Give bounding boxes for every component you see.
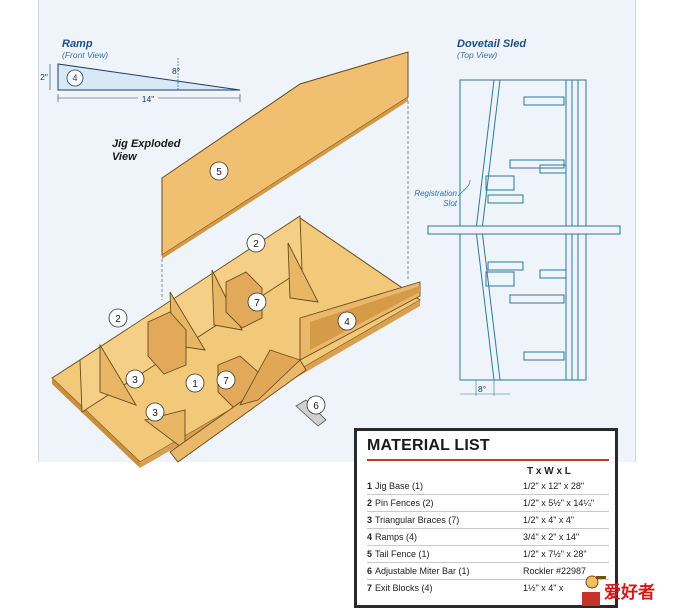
dovetail-sled-top-view: Dovetail Sled (Top View) Registration Sl… xyxy=(414,38,621,396)
material-row: 2 Pin Fences (2) 1/2" x 5½" x 14¼" xyxy=(367,495,609,512)
ramp-height-dim: 2" xyxy=(40,72,48,82)
material-row: 5 Tail Fence (1) 1/2" x 7½" x 28" xyxy=(367,546,609,563)
material-list-rule xyxy=(367,459,609,461)
material-dims: 1½" x 4" x xyxy=(523,583,564,593)
sled-subtitle: (Top View) xyxy=(457,50,497,60)
ramp-angle-dim: 8° xyxy=(172,66,180,76)
material-part: Adjustable Miter Bar (1) xyxy=(375,566,470,576)
registration-label-2: Slot xyxy=(443,199,458,208)
ramp-callout: 4 xyxy=(72,73,77,83)
material-row: 3 Triangular Braces (7) 1/2" x 4" x 4" xyxy=(367,512,609,529)
callout-5: 5 xyxy=(216,167,222,178)
material-dims: 1/2" x 12" x 28" xyxy=(523,481,585,491)
material-dims: 1/2" x 5½" x 14¼" xyxy=(523,498,595,508)
material-num: 3 xyxy=(367,515,373,525)
material-num: 7 xyxy=(367,583,373,593)
ramp-subtitle: (Front View) xyxy=(62,50,108,60)
ramp-title: Ramp xyxy=(62,38,93,50)
jig-exploded-view: Jig Exploded View 5 xyxy=(51,51,421,468)
registration-label-1: Registration xyxy=(414,189,457,198)
material-part: Triangular Braces (7) xyxy=(375,515,460,525)
callout-3b: 3 xyxy=(152,408,158,419)
callout-3a: 3 xyxy=(132,375,138,386)
material-part: Exit Blocks (4) xyxy=(375,583,433,593)
material-row: 6 Adjustable Miter Bar (1) Rockler #2298… xyxy=(367,563,609,580)
callout-1: 1 xyxy=(192,379,198,390)
material-list-column-header: T x W x L xyxy=(527,466,571,477)
material-dims: 1/2" x 4" x 4" xyxy=(523,515,575,525)
material-num: 2 xyxy=(367,498,373,508)
material-part: Ramps (4) xyxy=(375,532,418,542)
material-part: Jig Base (1) xyxy=(375,481,424,491)
material-row: 7 Exit Blocks (4) 1½" x 4" x xyxy=(367,580,609,596)
material-part: Pin Fences (2) xyxy=(375,498,434,508)
material-list-title: MATERIAL LIST xyxy=(367,437,490,454)
callout-7b: 7 xyxy=(223,376,229,387)
callout-2b: 2 xyxy=(115,314,121,325)
material-num: 4 xyxy=(367,532,373,542)
ramp-length-dim: 14" xyxy=(142,94,154,104)
site-logo: 爱好者 xyxy=(578,572,690,610)
sled-title: Dovetail Sled xyxy=(457,38,526,50)
material-dims: 1/2" x 7½" x 28" xyxy=(523,549,587,559)
material-list: MATERIAL LIST T x W x L 1 Jig Base (1) 1… xyxy=(354,428,618,608)
exploded-title-line2: View xyxy=(112,151,138,163)
material-num: 1 xyxy=(367,481,373,491)
callout-7a: 7 xyxy=(254,298,260,309)
material-num: 6 xyxy=(367,566,373,576)
exploded-title-line1: Jig Exploded xyxy=(112,138,181,150)
material-dims: Rockler #22987 xyxy=(523,566,587,576)
material-num: 5 xyxy=(367,549,373,559)
material-dims: 3/4" x 2" x 14" xyxy=(523,532,580,542)
callout-6: 6 xyxy=(313,401,319,412)
material-row: 4 Ramps (4) 3/4" x 2" x 14" xyxy=(367,529,609,546)
ramp-front-view: Ramp (Front View) 4 2" 8° 14" xyxy=(40,38,241,104)
material-row: 1 Jig Base (1) 1/2" x 12" x 28" xyxy=(367,478,609,495)
callout-2a: 2 xyxy=(253,239,259,250)
sled-angle-dim: 8° xyxy=(478,384,486,394)
material-part: Tail Fence (1) xyxy=(375,549,430,559)
woodworker-icon xyxy=(582,575,606,606)
logo-text: 爱好者 xyxy=(604,583,655,603)
callout-4: 4 xyxy=(344,317,350,328)
